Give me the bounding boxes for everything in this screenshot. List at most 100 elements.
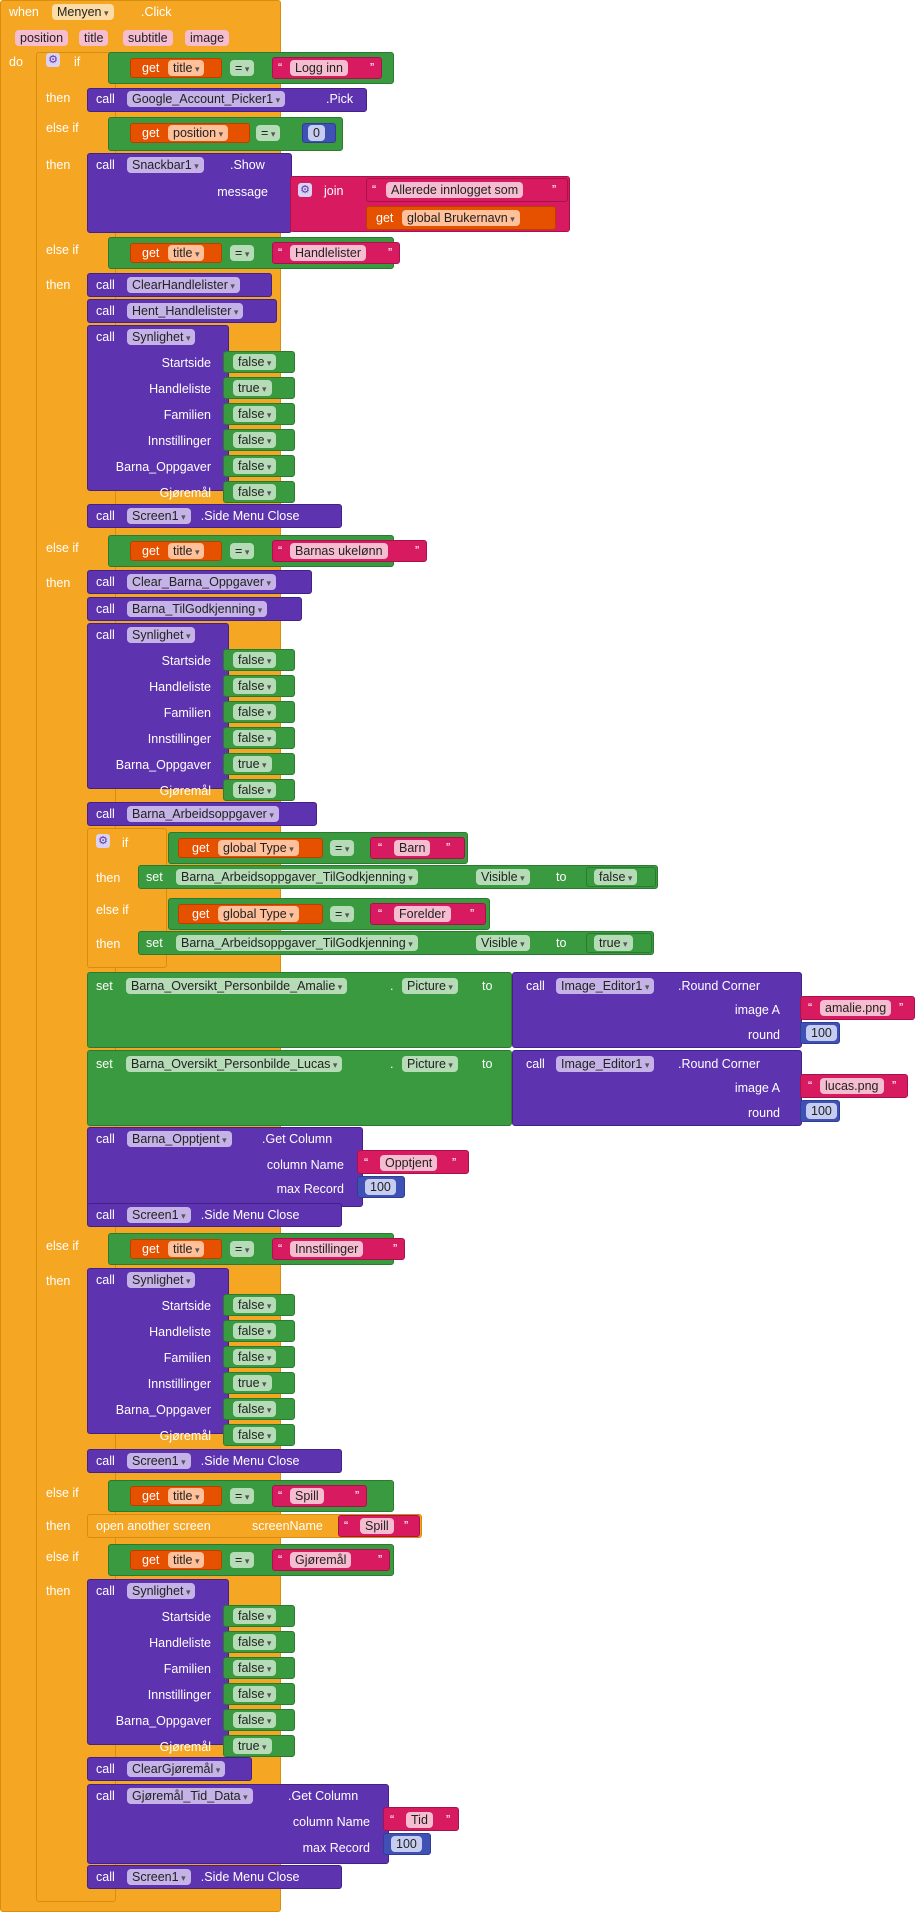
string-value[interactable]: Opptjent xyxy=(380,1155,438,1171)
boolean-dropdown[interactable]: false xyxy=(233,1401,277,1417)
component-dropdown[interactable]: Barna_Arbeidsoppgaver xyxy=(127,806,279,822)
operator-dropdown[interactable]: = xyxy=(256,125,281,141)
boolean-dropdown[interactable]: false xyxy=(233,406,277,422)
operator-dropdown[interactable]: = xyxy=(230,60,255,76)
event-param-title[interactable]: title xyxy=(79,30,109,46)
string-value[interactable]: Allerede innlogget som xyxy=(386,182,524,198)
string-value[interactable]: Spill xyxy=(290,1488,324,1504)
property-dropdown[interactable]: Visible xyxy=(476,935,530,951)
variable-dropdown[interactable]: global Type xyxy=(218,840,299,856)
component-dropdown[interactable]: Synlighet xyxy=(127,1272,196,1288)
boolean-dropdown[interactable]: false xyxy=(233,354,277,370)
boolean-dropdown[interactable]: false xyxy=(233,1660,277,1676)
operator-dropdown[interactable]: = xyxy=(230,1552,255,1568)
component-dropdown[interactable]: Screen1 xyxy=(127,1869,191,1885)
string-value[interactable]: amalie.png xyxy=(820,1000,892,1016)
number-value[interactable]: 100 xyxy=(806,1025,837,1041)
component-dropdown[interactable]: Image_Editor1 xyxy=(556,978,655,994)
component-dropdown[interactable]: Synlighet xyxy=(127,627,196,643)
boolean-dropdown[interactable]: false xyxy=(233,1686,277,1702)
boolean-dropdown[interactable]: false xyxy=(233,782,277,798)
event-param-position[interactable]: position xyxy=(15,30,69,46)
component-dropdown[interactable]: Image_Editor1 xyxy=(556,1056,655,1072)
string-value[interactable]: Handlelister xyxy=(290,245,367,261)
string-value[interactable]: Tid xyxy=(406,1812,433,1828)
component-dropdown[interactable]: Snackbar1 xyxy=(127,157,204,173)
number-value[interactable]: 100 xyxy=(391,1836,422,1852)
boolean-dropdown[interactable]: true xyxy=(233,380,272,396)
variable-dropdown[interactable]: global Brukernavn xyxy=(402,210,520,226)
mutator-gear-icon[interactable]: ⚙ xyxy=(298,183,312,197)
operator-dropdown[interactable]: = xyxy=(230,1241,255,1257)
variable-dropdown[interactable]: title xyxy=(168,543,205,559)
boolean-dropdown[interactable]: false xyxy=(233,1634,277,1650)
component-dropdown[interactable]: ClearHandlelister xyxy=(127,277,240,293)
component-dropdown[interactable]: Barna_TilGodkjenning xyxy=(127,601,268,617)
component-dropdown[interactable]: Barna_Arbeidsoppgaver_TilGodkjenning xyxy=(176,869,418,885)
variable-dropdown[interactable]: position xyxy=(168,125,229,141)
variable-dropdown[interactable]: title xyxy=(168,1488,205,1504)
boolean-dropdown[interactable]: false xyxy=(233,1297,277,1313)
component-dropdown[interactable]: Screen1 xyxy=(127,1207,191,1223)
mutator-gear-icon[interactable]: ⚙ xyxy=(46,53,60,67)
component-dropdown[interactable]: Barna_Arbeidsoppgaver_TilGodkjenning xyxy=(176,935,418,951)
component-dropdown[interactable]: Synlighet xyxy=(127,1583,196,1599)
component-dropdown[interactable]: ClearGjøremål xyxy=(127,1761,226,1777)
boolean-dropdown[interactable]: false xyxy=(233,1712,277,1728)
boolean-dropdown[interactable]: false xyxy=(233,678,277,694)
boolean-dropdown[interactable]: true xyxy=(233,1738,272,1754)
component-dropdown[interactable]: Barna_Oversikt_Personbilde_Amalie xyxy=(126,978,348,994)
boolean-dropdown[interactable]: true xyxy=(233,756,272,772)
boolean-dropdown[interactable]: false xyxy=(233,432,277,448)
number-value[interactable]: 100 xyxy=(365,1179,396,1195)
boolean-dropdown[interactable]: false xyxy=(594,869,638,885)
variable-dropdown[interactable]: title xyxy=(168,1241,205,1257)
component-dropdown[interactable]: Gjøremål_Tid_Data xyxy=(127,1788,253,1804)
call-synlighet-innstillinger[interactable] xyxy=(87,1268,229,1434)
boolean-dropdown[interactable]: false xyxy=(233,458,277,474)
variable-dropdown[interactable]: title xyxy=(168,1552,205,1568)
number-value[interactable]: 100 xyxy=(806,1103,837,1119)
component-dropdown[interactable]: Clear_Barna_Oppgaver xyxy=(127,574,277,590)
component-dropdown[interactable]: Screen1 xyxy=(127,1453,191,1469)
boolean-dropdown[interactable]: false xyxy=(233,704,277,720)
component-dropdown[interactable]: Hent_Handlelister xyxy=(127,303,244,319)
property-dropdown[interactable]: Visible xyxy=(476,869,530,885)
component-dropdown[interactable]: Google_Account_Picker1 xyxy=(127,91,286,107)
property-dropdown[interactable]: Picture xyxy=(402,1056,458,1072)
component-dropdown[interactable]: Barna_Oversikt_Personbilde_Lucas xyxy=(126,1056,343,1072)
operator-dropdown[interactable]: = xyxy=(230,245,255,261)
event-param-subtitle[interactable]: subtitle xyxy=(123,30,173,46)
property-dropdown[interactable]: Picture xyxy=(402,978,458,994)
string-value[interactable]: Innstillinger xyxy=(290,1241,364,1257)
string-value[interactable]: Spill xyxy=(360,1518,394,1534)
boolean-dropdown[interactable]: false xyxy=(233,1427,277,1443)
boolean-dropdown[interactable]: false xyxy=(233,1608,277,1624)
component-dropdown[interactable]: Screen1 xyxy=(127,508,191,524)
boolean-dropdown[interactable]: false xyxy=(233,1349,277,1365)
event-param-image[interactable]: image xyxy=(185,30,230,46)
string-value[interactable]: lucas.png xyxy=(820,1078,884,1094)
component-dropdown-menyen[interactable]: Menyen xyxy=(52,4,114,20)
component-dropdown[interactable]: Barna_Opptjent xyxy=(127,1131,232,1147)
number-value[interactable]: 0 xyxy=(308,125,325,141)
operator-dropdown[interactable]: = xyxy=(230,1488,255,1504)
boolean-dropdown[interactable]: false xyxy=(233,1323,277,1339)
string-value[interactable]: Barn xyxy=(394,840,431,856)
boolean-dropdown[interactable]: true xyxy=(594,935,633,951)
string-value[interactable]: Forelder xyxy=(394,906,451,922)
operator-dropdown[interactable]: = xyxy=(330,840,355,856)
operator-dropdown[interactable]: = xyxy=(230,543,255,559)
string-value[interactable]: Gjøremål xyxy=(290,1552,352,1568)
variable-dropdown[interactable]: global Type xyxy=(218,906,299,922)
boolean-dropdown[interactable]: true xyxy=(233,1375,272,1391)
boolean-dropdown[interactable]: false xyxy=(233,652,277,668)
boolean-dropdown[interactable]: false xyxy=(233,484,277,500)
component-dropdown[interactable]: Synlighet xyxy=(127,329,196,345)
call-synlighet-handlelister[interactable] xyxy=(87,325,229,491)
mutator-gear-icon[interactable]: ⚙ xyxy=(96,834,110,848)
operator-dropdown[interactable]: = xyxy=(330,906,355,922)
boolean-dropdown[interactable]: false xyxy=(233,730,277,746)
variable-dropdown[interactable]: title xyxy=(168,245,205,261)
call-synlighet-gjoremal[interactable] xyxy=(87,1579,229,1745)
